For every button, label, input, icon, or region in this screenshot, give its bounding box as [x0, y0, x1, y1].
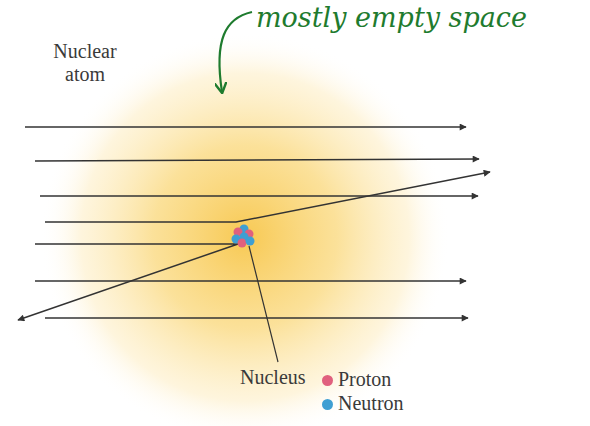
annotation-arrow [219, 12, 252, 92]
alpha-particle-path [35, 280, 466, 282]
title-label: Nuclear atom [42, 40, 128, 86]
backscattered-particle-path [18, 244, 238, 320]
annotation-text: mostly empty space [256, 2, 527, 33]
legend-text: Proton [338, 368, 391, 391]
alpha-particle-path [45, 317, 468, 319]
part-label: Nucleus [240, 366, 306, 389]
legend-swatch [322, 399, 333, 410]
legend-swatch [322, 375, 333, 386]
alpha-particle-path [35, 159, 479, 161]
leader-line [249, 246, 278, 362]
deflected-particle-path [45, 172, 490, 222]
legend-text: Neutron [338, 392, 404, 415]
alpha-particle-path [25, 126, 466, 128]
electron-cloud [40, 32, 450, 426]
alpha-particle-path [40, 195, 478, 197]
nucleus-cluster [232, 225, 255, 248]
